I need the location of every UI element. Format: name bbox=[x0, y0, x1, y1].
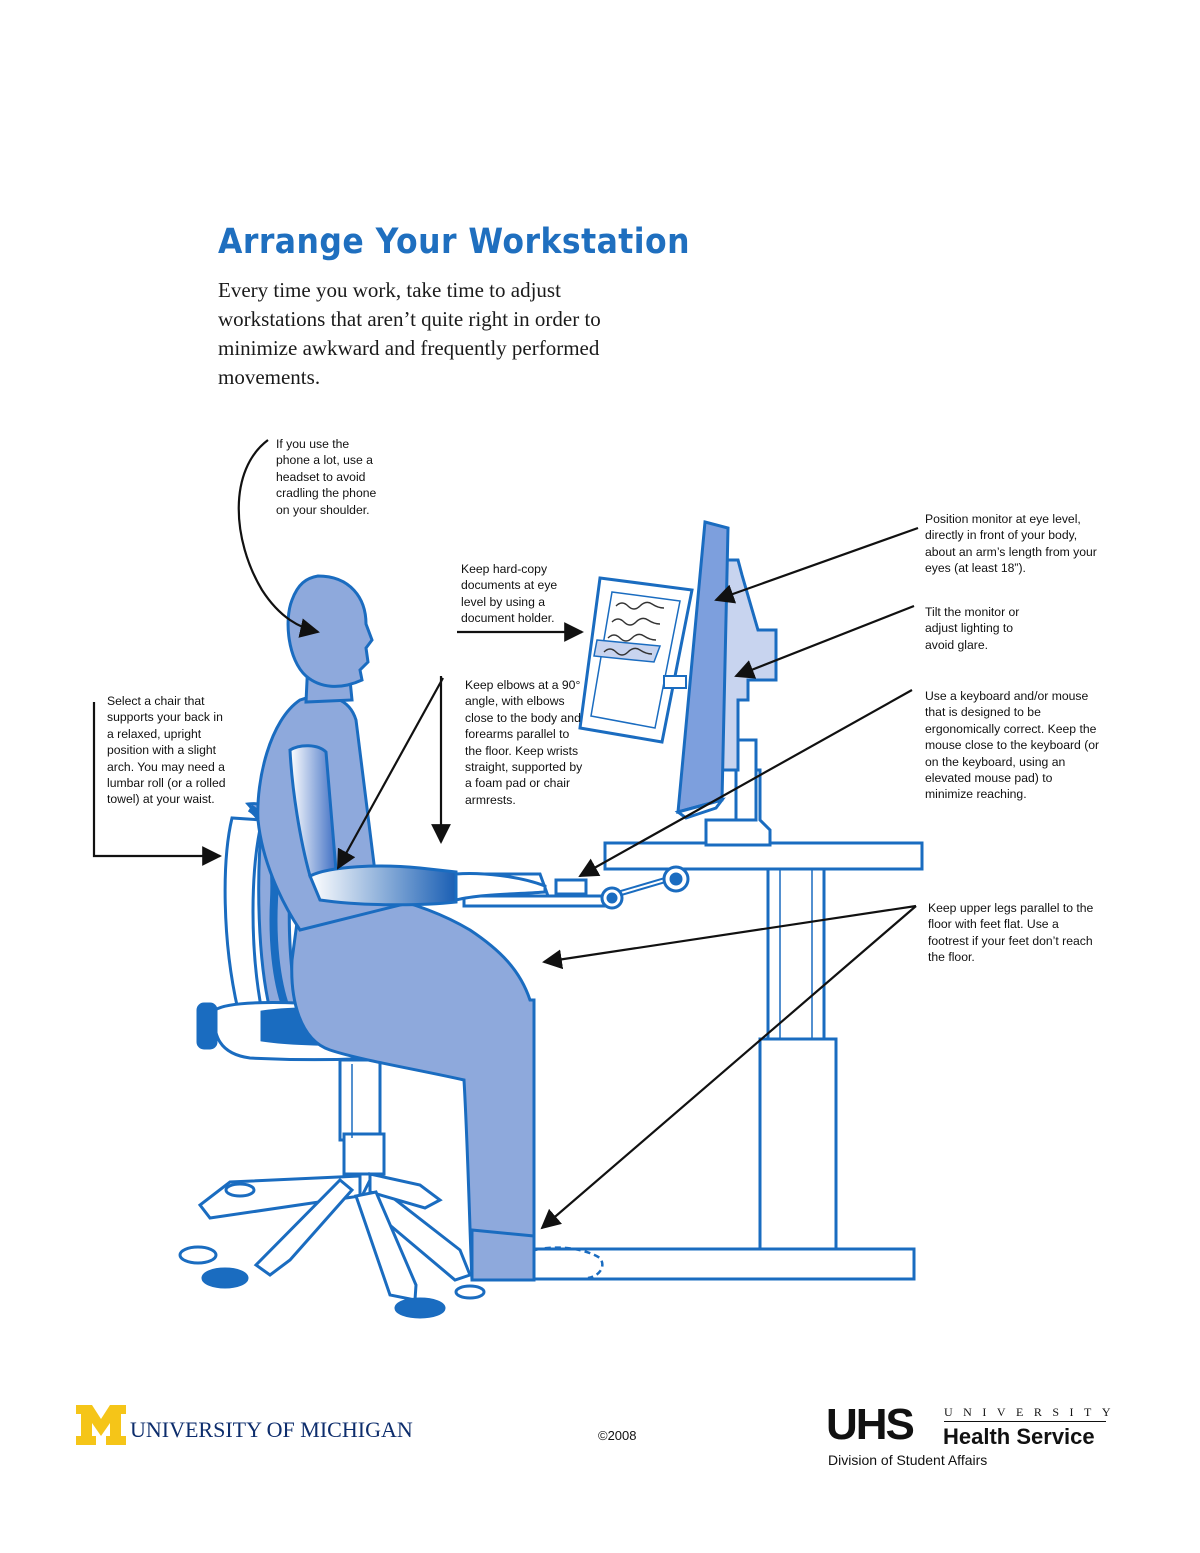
callout-legs: Keep upper legs parallel to the floor wi… bbox=[928, 901, 1094, 965]
elbow-arrow bbox=[337, 677, 444, 870]
callout-monitor: Position monitor at eye level, directly … bbox=[925, 512, 1097, 576]
callout-documents: Keep hard-copy documents at eye level by… bbox=[461, 562, 558, 626]
glare-arrow bbox=[734, 604, 915, 679]
feet-arrow bbox=[540, 905, 917, 1230]
phone-arrow bbox=[237, 439, 320, 638]
uhs-divider-line bbox=[944, 1421, 1106, 1422]
desk-top bbox=[603, 841, 924, 871]
uhs-university-label: UNIVERSITY bbox=[944, 1405, 1121, 1419]
desk bbox=[532, 841, 924, 1281]
monitor-arrow bbox=[714, 526, 919, 604]
callout-glare: Tilt the monitor or adjust lighting to a… bbox=[925, 605, 1020, 652]
block-m-icon bbox=[76, 1405, 126, 1445]
university-name: UNIVERSITY OF MICHIGAN bbox=[130, 1417, 413, 1442]
callout-keyboard: Use a keyboard and/or mouse that is desi… bbox=[925, 689, 1100, 802]
footrest-outline bbox=[534, 1246, 604, 1280]
uhs-abbrev: UHS bbox=[826, 1400, 915, 1449]
callout-chair: Select a chair that supports your back i… bbox=[107, 694, 226, 807]
document-holder bbox=[578, 576, 694, 744]
monitor bbox=[674, 520, 778, 847]
uhs-health-service: Health Service bbox=[943, 1424, 1095, 1449]
mouse bbox=[554, 878, 588, 896]
callout-elbows: Keep elbows at a 90° angle, with elbows … bbox=[465, 678, 583, 807]
legs-arrow bbox=[542, 904, 917, 970]
division-label: Division of Student Affairs bbox=[828, 1452, 988, 1468]
chair-arrow bbox=[92, 702, 222, 866]
intro-paragraph: Every time you work, take time to adjust… bbox=[218, 278, 601, 389]
keyboard-arrow bbox=[578, 689, 913, 877]
page-title: Arrange Your Workstation bbox=[218, 222, 691, 262]
copyright: ©2008 bbox=[598, 1428, 637, 1443]
desk-column-lower bbox=[758, 1037, 838, 1251]
monitor-front bbox=[676, 520, 730, 815]
callout-phone: If you use the phone a lot, use a headse… bbox=[276, 437, 377, 517]
desk-base bbox=[532, 1247, 916, 1281]
desk-column-upper bbox=[766, 867, 826, 1041]
person-figure bbox=[256, 574, 547, 1282]
pointer-arrows bbox=[92, 439, 919, 1230]
